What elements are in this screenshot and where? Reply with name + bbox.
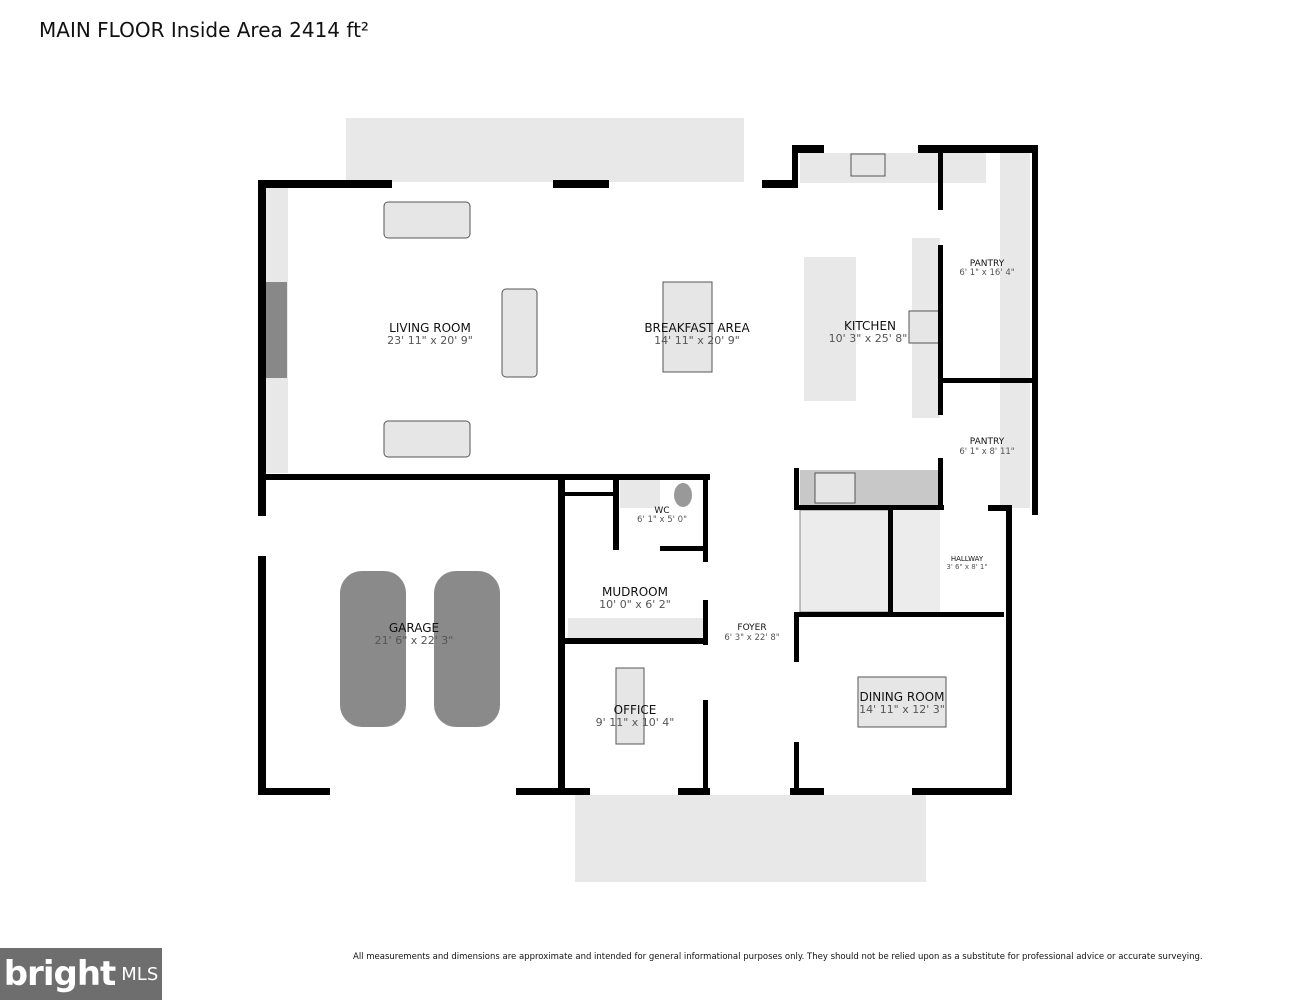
mudroom-name: MUDROOM	[602, 585, 668, 599]
walls	[258, 145, 1038, 795]
garage-name: GARAGE	[389, 621, 439, 635]
dining-room-dims: 14' 11" x 12' 3"	[859, 703, 945, 716]
office-dims: 9' 11" x 10' 4"	[596, 716, 675, 729]
foyer-dims: 6' 3" x 22' 8"	[724, 633, 779, 643]
pantry-2-dims: 6' 1" x 8' 11"	[959, 447, 1014, 457]
mudroom-bench	[568, 618, 704, 638]
kitchen-dims: 10' 3" x 25' 8"	[829, 332, 908, 345]
dining-table	[857, 676, 947, 728]
foyer-name: FOYER	[737, 623, 766, 633]
rear-patio	[346, 118, 744, 182]
floor-title: MAIN FLOOR Inside Area 2414 ft²	[39, 18, 369, 42]
dining-room-name: DINING ROOM	[860, 690, 945, 704]
bright-mls-logo: bright MLS	[0, 948, 162, 1000]
staircase	[799, 509, 893, 613]
disclaimer: All measurements and dimensions are appr…	[353, 952, 1203, 962]
kitchen-sink	[814, 472, 856, 504]
kitchen-island	[804, 257, 856, 401]
pantry-name: PANTRY	[970, 259, 1005, 269]
car-icon	[340, 571, 406, 727]
living-room-dims: 23' 11" x 20' 9"	[387, 334, 473, 347]
stair-landing	[892, 510, 940, 612]
living-room-name: LIVING ROOM	[389, 321, 471, 335]
pantry-2-name: PANTRY	[970, 437, 1005, 447]
wc-name: WC	[654, 506, 669, 516]
sofa-center	[501, 288, 538, 378]
breakfast-area-name: BREAKFAST AREA	[644, 321, 750, 335]
office-name: OFFICE	[614, 703, 657, 717]
logo-suffix: MLS	[121, 963, 159, 985]
kitchen-counter-top	[800, 153, 986, 183]
sofa-top	[383, 201, 471, 239]
front-porch	[575, 795, 926, 882]
logo-brand: bright	[3, 954, 117, 994]
garage-dims: 21' 6" x 22' 3"	[375, 634, 454, 647]
cooktop-icon	[908, 310, 940, 344]
office-desk	[615, 667, 645, 745]
mudroom-dims: 10' 0" x 6' 2"	[599, 598, 671, 611]
hallway-name: HALLWAY	[951, 555, 984, 563]
fireplace	[263, 282, 287, 378]
kitchen-name: KITCHEN	[844, 319, 896, 333]
pantry-dims: 6' 1" x 16' 4"	[959, 268, 1014, 278]
pantry-shelves	[1000, 153, 1030, 508]
wc-dims: 6' 1" x 5' 0"	[637, 515, 687, 525]
wc-sink	[620, 480, 660, 508]
car-icon	[434, 571, 500, 727]
breakfast-table	[662, 281, 713, 373]
breakfast-area-dims: 14' 11" x 20' 9"	[654, 334, 740, 347]
kitchen-window-sink	[850, 153, 886, 177]
toilet-icon	[674, 483, 692, 507]
sofa-bottom	[383, 420, 471, 458]
hallway-dims: 3' 6" x 8' 1"	[946, 563, 987, 571]
